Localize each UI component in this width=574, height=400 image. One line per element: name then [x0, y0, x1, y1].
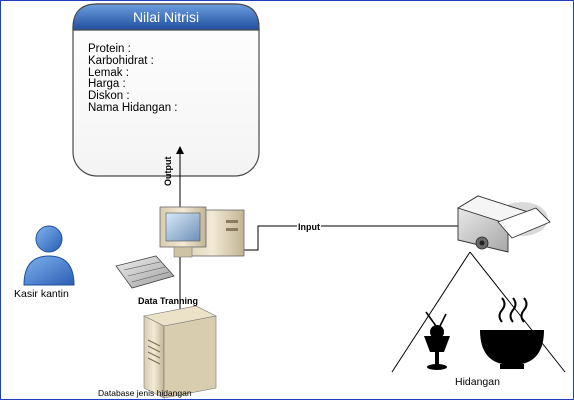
- camera-view-left: [391, 251, 471, 373]
- desktop-computer-icon: [115, 206, 245, 289]
- panel-title: Nilai Nitrisi: [132, 9, 200, 25]
- attribute-protein: Protein :: [88, 43, 131, 55]
- attribute-discount: Diskon :: [88, 90, 130, 103]
- attribute-fat: Lemak :: [88, 66, 129, 79]
- database-label: Database jenis hidangan: [98, 388, 192, 398]
- input-label: Input: [297, 222, 321, 232]
- output-label: Output: [163, 156, 173, 187]
- camera-scanner-icon: [456, 195, 551, 253]
- attribute-dish-name: Nama Hidangan :: [88, 101, 178, 114]
- nutrition-attribute-list: Protein : Karbohidrat : Lemak : Harga : …: [88, 43, 178, 115]
- training-data-label: Data Tranning: [138, 296, 199, 306]
- attribute-price: Harga :: [88, 78, 126, 91]
- hot-bowl-icon: [480, 297, 544, 369]
- input-connector: [242, 225, 470, 251]
- dishes-label: Hidangan: [455, 376, 500, 388]
- camera-view-right: [469, 251, 566, 373]
- scanner-lid: [497, 207, 551, 239]
- attribute-carbohydrate: Karbohidrat :: [88, 54, 154, 67]
- server-icon: [143, 305, 217, 399]
- cashier-label: Kasir kantin: [14, 288, 69, 300]
- panel-header: [72, 3, 260, 31]
- nutrition-panel: [72, 3, 260, 177]
- dessert-glass-icon: [424, 311, 450, 370]
- connectors: [176, 146, 566, 373]
- person-icon: [23, 225, 75, 286]
